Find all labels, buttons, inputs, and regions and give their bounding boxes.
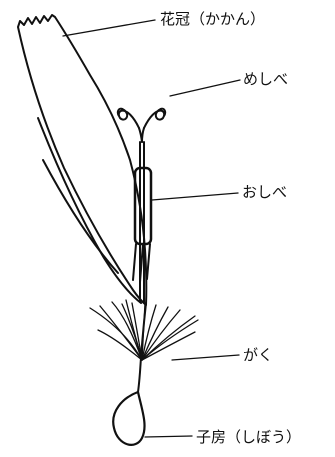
corolla-drawing: [18, 15, 146, 305]
stamen-label: おしべ: [242, 183, 287, 201]
ovary-label: 子房（しぼう）: [196, 428, 301, 446]
pistil-label: めしべ: [243, 70, 288, 88]
corolla-label: 花冠（かかん）: [160, 10, 265, 28]
sepal-leader-line: [172, 355, 239, 360]
corolla-leader-line: [63, 20, 155, 36]
pistil-leader-line: [170, 80, 240, 96]
ovary-leader-line: [145, 436, 192, 437]
stamen-leader-line: [152, 193, 238, 200]
sepal-label: がく: [243, 346, 273, 364]
ovary-drawing: [113, 392, 144, 445]
